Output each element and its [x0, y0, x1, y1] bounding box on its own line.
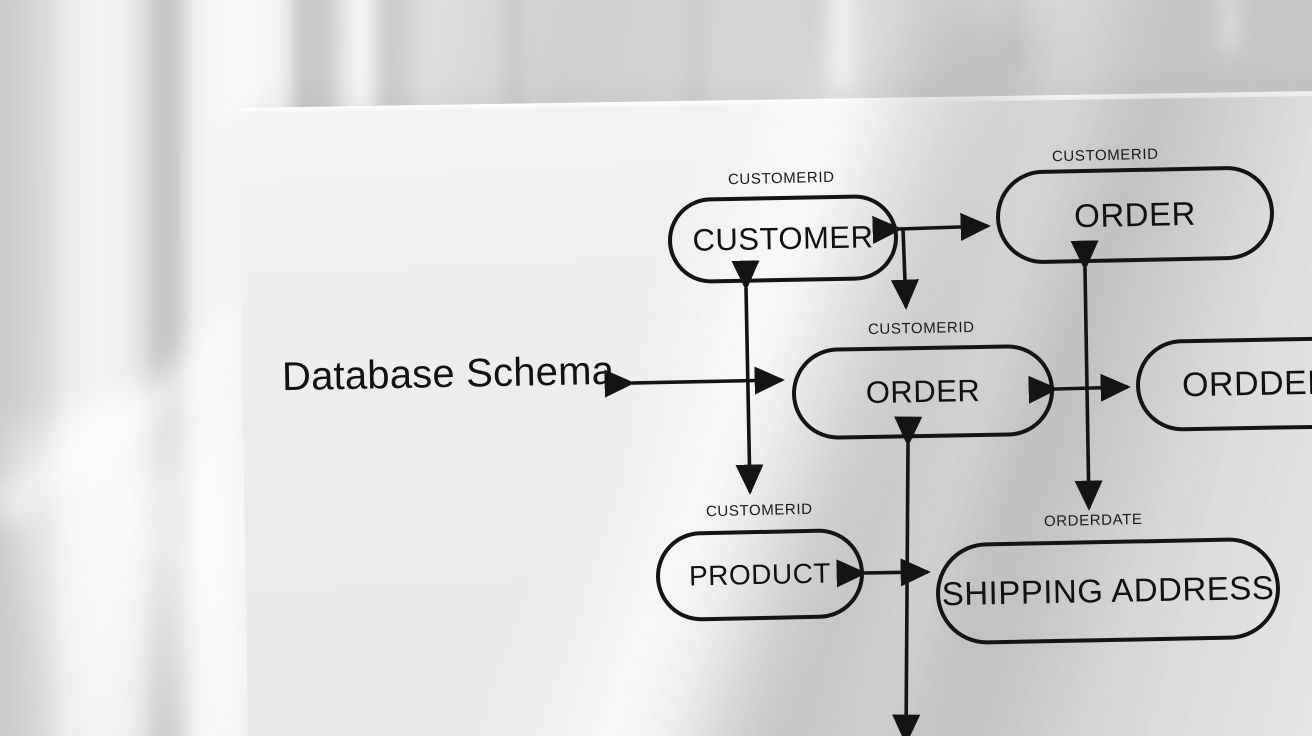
field-label-shipping: ORDERDATE	[1043, 510, 1143, 531]
window-blind-slat	[690, 0, 704, 110]
window-blind-slat	[812, 0, 822, 90]
entity-label-customer: CUSTOMER	[692, 219, 874, 258]
field-label-order-mid: CUSTOMERID	[867, 318, 975, 339]
window-blind-slat	[1006, 0, 1032, 70]
entity-node-product[interactable]: PRODUCT	[655, 527, 865, 623]
field-label-order-top: CUSTOMERID	[1051, 145, 1159, 166]
entity-node-order-mid[interactable]: ORDER	[791, 343, 1055, 441]
entity-node-customer[interactable]: CUSTOMER	[667, 193, 899, 285]
entity-label-product: PRODUCT	[688, 557, 832, 592]
field-label-product: CUSTOMERID	[705, 500, 813, 521]
window-blind-slat	[1218, 0, 1238, 50]
entity-node-order-top[interactable]: ORDER	[995, 165, 1275, 265]
entity-node-shipping-address[interactable]: SHIPPING ADDRESS	[935, 536, 1281, 646]
entity-node-ordder[interactable]: ORDDER	[1135, 335, 1312, 433]
entity-label-shipping-address: SHIPPING ADDRESS	[941, 568, 1275, 613]
window-blind-slat	[830, 0, 852, 90]
entity-label-order-mid: ORDER	[865, 373, 981, 410]
diagram-title: Database Schema	[281, 348, 615, 400]
field-label-customer: CUSTOMERID	[727, 168, 835, 189]
entity-label-ordder: ORDDER	[1181, 363, 1312, 404]
entity-label-order-top: ORDER	[1073, 194, 1197, 235]
